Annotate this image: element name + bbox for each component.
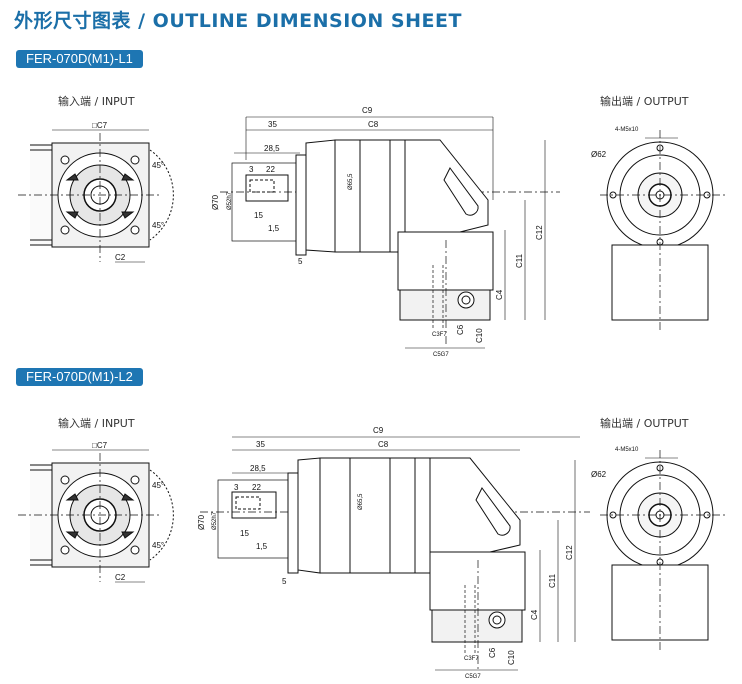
model-tag-l2: FER-070D(M1)-L2 [16, 368, 143, 386]
dim-3: 3 [234, 483, 239, 492]
dim-d70: Ø70 [211, 194, 220, 210]
dim-d65-5: Ø65,5 [358, 493, 364, 510]
dim-15: 15 [254, 211, 263, 220]
dim-c9: C9 [362, 106, 373, 115]
dim-c5: C5G7 [465, 674, 481, 680]
dim-1-5: 1,5 [268, 224, 280, 233]
dim-45a: 45° [152, 161, 164, 170]
input-label-l1: 输入端 / INPUT [58, 95, 135, 108]
dim-c3: C3F7 [464, 656, 479, 662]
dim-c8: C8 [368, 120, 379, 129]
dim-c10: C10 [507, 650, 516, 665]
dim-c7: □C7 [92, 121, 108, 130]
dim-5: 5 [298, 257, 303, 266]
output-view [600, 130, 725, 330]
dim-c11: C11 [515, 253, 524, 268]
dim-c12: C12 [565, 545, 574, 560]
dim-22: 22 [252, 483, 261, 492]
dim-c6: C6 [456, 324, 465, 335]
dim-c4: C4 [530, 609, 539, 620]
sheet-title: 外形尺寸图表 / OUTLINE DIMENSION SHEET [14, 10, 462, 32]
input-label-l2: 输入端 / INPUT [58, 417, 135, 430]
dim-c5: C5G7 [433, 352, 449, 358]
output-label-l1: 输出端 / OUTPUT [600, 95, 689, 108]
dim-45a: 45° [152, 481, 164, 490]
dim-15: 15 [240, 529, 249, 538]
dim-c7: □C7 [92, 441, 108, 450]
dim-c12: C12 [535, 225, 544, 240]
output-view [600, 450, 725, 650]
dim-22: 22 [266, 165, 275, 174]
dim-m5: 4-M5x10 [615, 447, 639, 453]
dim-45b: 45° [152, 541, 164, 550]
input-view [18, 449, 174, 583]
dim-c2: C2 [115, 573, 126, 582]
dim-c11: C11 [548, 573, 557, 588]
dim-1-5: 1,5 [256, 542, 268, 551]
side-view [200, 436, 590, 671]
dim-35: 35 [268, 120, 277, 129]
dim-d52: Ø52h7 [227, 191, 233, 210]
dim-d52: Ø52h7 [212, 511, 218, 530]
dim-c6: C6 [488, 647, 497, 658]
dim-28-5: 28,5 [264, 144, 280, 153]
side-view [220, 116, 560, 349]
output-label-l2: 输出端 / OUTPUT [600, 417, 689, 430]
dim-45b: 45° [152, 221, 164, 230]
dim-d62: Ø62 [591, 150, 607, 159]
dim-35: 35 [256, 440, 265, 449]
dim-c9: C9 [373, 426, 384, 435]
dim-5: 5 [282, 577, 287, 586]
dim-c4: C4 [495, 289, 504, 300]
dim-d62: Ø62 [591, 470, 607, 479]
dim-d70: Ø70 [197, 514, 206, 530]
dim-28-5: 28,5 [250, 464, 266, 473]
dim-c10: C10 [475, 328, 484, 343]
dim-c8: C8 [378, 440, 389, 449]
dim-d65-5: Ø65,5 [348, 173, 354, 190]
dim-3: 3 [249, 165, 254, 174]
dim-c2: C2 [115, 253, 126, 262]
dim-c3: C3F7 [432, 332, 447, 338]
model-tag-l1: FER-070D(M1)-L1 [16, 50, 143, 68]
dim-m5: 4-M5x10 [615, 127, 639, 133]
input-view [18, 129, 174, 263]
